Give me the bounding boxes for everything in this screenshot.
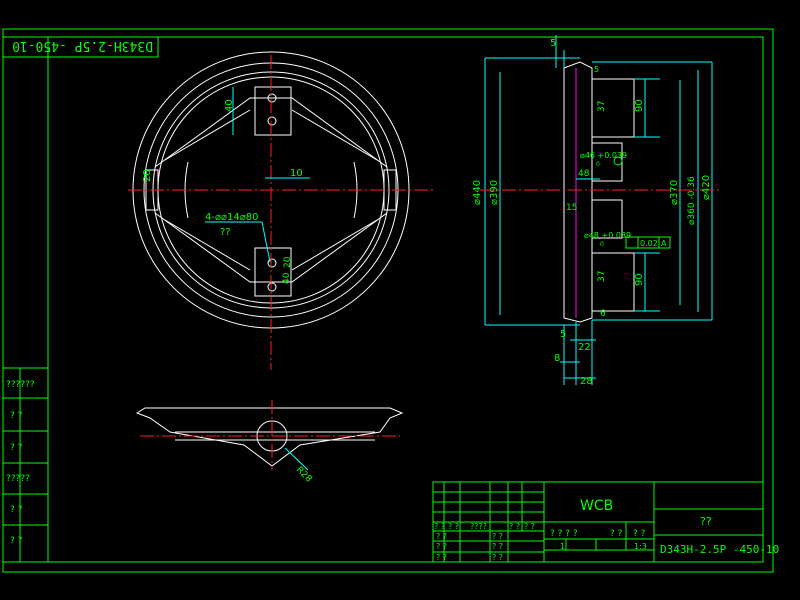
header-cell: ? ? [509,522,520,531]
dim-48-fit-lower: 0 [600,241,604,248]
left-strip-cell: ? ? [10,411,23,421]
sign-row-2: ? ? [492,532,503,541]
dim-390: ⌀390 [489,180,500,205]
dim-20-boss: 20 [142,169,153,182]
left-strip-table: ?????? ? ? ? ? ????? ? ? ? ? [2,367,49,563]
header-cell: ???? [470,522,487,531]
dim-370: ⌀370 [669,180,680,205]
title-block: WCB ?? D343H-2.5P -450-10 1:3 1 ? ? ? ? … [432,481,779,563]
sign-row-2: ? ? [492,553,503,562]
dim-20-hub: 20 [283,256,293,268]
dim-37-bottom: 37 [597,271,607,282]
dim-420: ⌀420 [701,175,712,200]
sign-row: ? ? [436,532,447,541]
corner-code-text: D343H-2.5P -450-10 [12,38,153,53]
dim-48-fit: ⌀48 +0.039 [584,231,631,240]
sign-row: ? ? [436,542,447,551]
bottom-section-view: R28 [135,400,404,485]
tolerance-datum: A [661,239,667,248]
mid-cell: ? ? ? ? [550,529,578,539]
mid-cell: ? ? [610,529,623,539]
dim-5-chamfer: 5 [594,65,599,74]
dim-5-bottom: 5 [560,329,566,340]
header-cell: ? ? [524,522,535,531]
dim-46-fit: ⌀46 +0.039 [580,151,627,160]
dim-5-top: 5 [550,38,556,49]
side-section-view: 5 ⌀440 ⌀390 ⌀370 ⌀360 -0.36 ⌀420 90 90 3… [472,35,720,387]
geometric-tolerance-frame: 0.02 A [625,236,671,249]
front-view: 40 10 20 4-⌀⌀14⌀80 ?? 20 40 [128,51,436,370]
sheet-border [2,28,774,573]
dim-48: 48 [578,169,590,179]
part-name-text: ?? [700,515,712,528]
dim-hub-height-bottom: 40 [282,272,292,284]
dim-90-bottom: 90 [634,273,645,286]
left-strip-cell: ? ? [10,505,23,515]
quantity-text: 1 [560,542,565,551]
corner-code-box: D343H-2.5P -450-10 [2,36,159,58]
holes-note-sub: ?? [220,227,231,238]
dim-360: ⌀360 -0.36 [687,176,697,225]
drawing-number-text: D343H-2.5P -450-10 [660,543,779,556]
datum-circle [613,156,623,166]
dim-holes-note: 4-⌀⌀14⌀80 [205,212,258,223]
dim-22: 22 [578,342,591,353]
dim-90-top: 90 [634,99,645,112]
dim-15: 15 [566,203,577,213]
scale-text: 1:3 [634,542,647,551]
dim-hub-height: 40 [224,99,235,112]
sign-row-2: ? ? [492,542,503,551]
left-strip-cell: ? ? [10,443,23,453]
mid-cell: ? ? [633,529,646,539]
dim-46-fit-lower: 0 [596,161,600,168]
header-cell: ? ? [448,522,459,531]
tolerance-value: 0.02 [640,239,658,248]
left-strip-cell: ????? [6,474,30,484]
dim-37-top: 37 [597,101,607,112]
dim-440: ⌀440 [472,180,483,205]
dim-6-bottom: 6 [600,309,606,319]
material-text: WCB [580,498,613,514]
sign-row: ? ? [436,553,447,562]
left-strip-cell: ?????? [6,380,35,390]
dim-28: 28 [580,376,593,387]
header-cell: ? ? [434,522,445,531]
left-strip-cell: ? ? [10,536,23,546]
dim-8: 8 [554,353,560,364]
dim-r28: R28 [294,465,314,485]
dim-10: 10 [290,168,303,179]
